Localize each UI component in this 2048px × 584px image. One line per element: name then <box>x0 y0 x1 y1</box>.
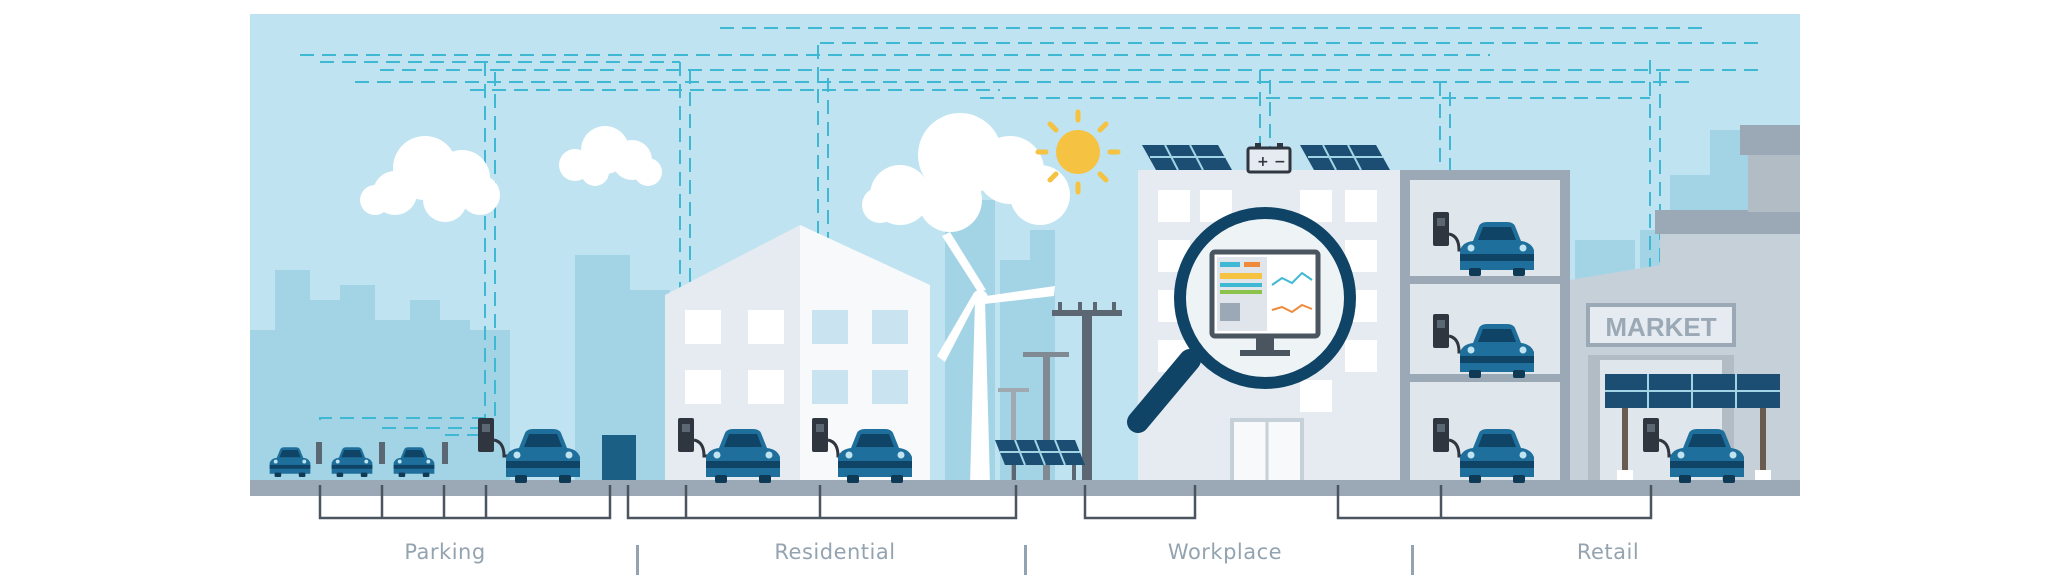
market-building: MARKET <box>1570 125 1800 485</box>
utility-box <box>602 435 636 485</box>
svg-text:+: + <box>1257 154 1269 170</box>
solar-panel-icon <box>995 439 1085 485</box>
charger-icon <box>316 442 448 464</box>
residential-building <box>665 225 930 485</box>
solar-panel-icon <box>1142 144 1390 171</box>
category-separator <box>636 545 639 575</box>
cloud-icon <box>862 113 1070 232</box>
category-label-residential: Residential <box>774 540 896 564</box>
wind-turbine-icon <box>937 232 1055 485</box>
ground-strip <box>250 480 1800 496</box>
cloud-icon <box>360 136 500 222</box>
solar-carport <box>1605 374 1780 484</box>
svg-text:−: − <box>1274 154 1286 170</box>
category-label-workplace: Workplace <box>1167 540 1283 564</box>
category-separator <box>1024 545 1027 575</box>
category-label-parking: Parking <box>404 540 486 564</box>
store-sign: MARKET <box>1605 312 1716 342</box>
monitor-dashboard-icon <box>1209 249 1321 356</box>
category-label-retail: Retail <box>1576 540 1640 564</box>
sun-icon <box>1035 109 1121 195</box>
category-separator <box>1411 545 1414 575</box>
battery-icon: + − <box>1246 143 1292 174</box>
power-pole-icon <box>998 302 1122 484</box>
cloud-icon <box>559 126 662 186</box>
connection-lines <box>318 485 1653 520</box>
